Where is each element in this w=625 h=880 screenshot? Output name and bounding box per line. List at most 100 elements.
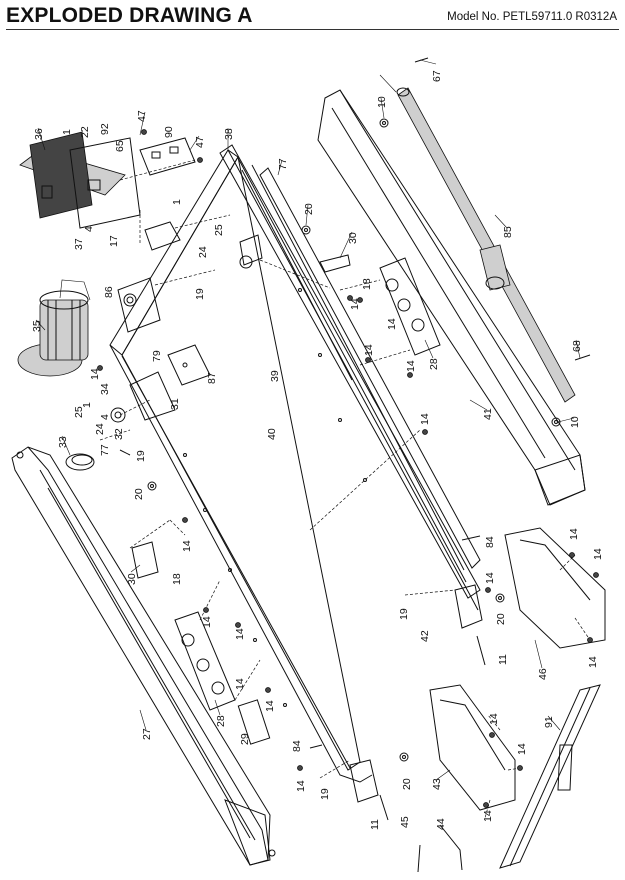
callout-14: 14: [363, 344, 375, 356]
callout-46: 46: [537, 668, 549, 680]
callout-10: 10: [569, 416, 581, 428]
callout-40: 40: [266, 428, 278, 440]
callout-65: 65: [114, 140, 126, 152]
callout-14: 14: [405, 360, 417, 372]
callout-14: 14: [181, 540, 193, 552]
callout-32: 32: [113, 428, 125, 440]
callout-19: 19: [135, 450, 147, 462]
callout-42: 42: [419, 630, 431, 642]
callout-19: 19: [319, 788, 331, 800]
callout-18: 18: [171, 573, 183, 585]
callout-31: 31: [169, 398, 181, 410]
callout-29: 29: [239, 733, 251, 745]
callout-labels: 67 10 85 36 1 22 92 47 90 47 38 65 77 1 …: [31, 70, 604, 830]
callout-20: 20: [401, 778, 413, 790]
callout-11: 11: [497, 654, 509, 665]
callout-39: 39: [269, 370, 281, 382]
callout-14: 14: [386, 318, 398, 330]
callout-14: 14: [516, 743, 528, 755]
callout-14: 14: [587, 656, 599, 668]
callout-24: 24: [94, 423, 106, 435]
callout-84: 84: [291, 740, 303, 752]
callout-85: 85: [502, 226, 514, 238]
callout-14: 14: [201, 616, 213, 628]
callout-1: 1: [81, 402, 93, 408]
callout-86: 86: [103, 286, 115, 298]
callout-14: 14: [484, 572, 496, 584]
callout-28: 28: [428, 358, 440, 370]
callout-4: 4: [99, 414, 111, 420]
page-title: EXPLODED DRAWING A: [6, 4, 253, 27]
callout-14: 14: [264, 700, 276, 712]
motor: [17, 279, 91, 377]
callout-1: 1: [61, 129, 73, 135]
callout-41: 41: [482, 408, 494, 420]
callout-17: 17: [108, 235, 120, 247]
callout-11: 11: [369, 819, 381, 830]
callout-90: 90: [163, 126, 175, 138]
callout-34: 34: [99, 383, 111, 395]
model-number: Model No. PETL59711.0 R0312A: [447, 11, 617, 23]
callout-14: 14: [295, 780, 307, 792]
callout-87: 87: [206, 372, 218, 384]
callout-1: 1: [171, 199, 183, 205]
fasteners: [97, 129, 599, 808]
wire-harness: [65, 453, 95, 471]
callout-36: 36: [33, 128, 45, 140]
callout-14: 14: [592, 548, 604, 560]
callout-84: 84: [484, 536, 496, 548]
callout-68: 68: [571, 340, 583, 352]
callout-47: 47: [194, 136, 206, 148]
callout-10: 10: [376, 96, 388, 108]
callout-14: 14: [89, 368, 101, 380]
callout-92: 92: [99, 123, 111, 135]
callout-20: 20: [303, 203, 315, 215]
callout-30: 30: [347, 232, 359, 244]
callout-22: 22: [79, 126, 91, 138]
small-parts: [119, 57, 591, 873]
callout-27: 27: [141, 728, 153, 740]
callout-18: 18: [361, 278, 373, 290]
callout-47: 47: [136, 110, 148, 122]
callout-33: 33: [57, 436, 69, 448]
callout-67: 67: [431, 70, 443, 82]
callout-14: 14: [234, 628, 246, 640]
callout-45: 45: [399, 816, 411, 828]
rear-crossbar: [499, 684, 601, 869]
callout-38: 38: [223, 128, 235, 140]
hood-bracket: [139, 137, 196, 176]
front-roller: [379, 74, 576, 403]
callout-79: 79: [151, 350, 163, 362]
callout-14: 14: [568, 528, 580, 540]
callout-4: 4: [83, 226, 95, 232]
callout-44: 44: [435, 818, 447, 830]
plates: [110, 344, 211, 423]
callout-25: 25: [73, 406, 85, 418]
controller-board: [19, 131, 141, 229]
callout-14: 14: [234, 678, 246, 690]
callout-19: 19: [194, 288, 206, 300]
callout-37: 37: [73, 238, 85, 250]
callout-30: 30: [126, 573, 138, 585]
callout-24: 24: [197, 246, 209, 258]
callout-19: 19: [398, 608, 410, 620]
callout-35: 35: [31, 320, 43, 332]
main-frame: [109, 144, 483, 803]
callout-14: 14: [482, 810, 494, 822]
callout-91: 91: [543, 716, 555, 728]
incline-brackets: [117, 221, 181, 333]
callout-14: 14: [349, 298, 361, 310]
callout-14: 14: [419, 413, 431, 425]
callout-25: 25: [213, 224, 225, 236]
right-side-rail: [317, 89, 586, 506]
header-rule: [6, 29, 619, 30]
left-side-rail: [11, 446, 276, 866]
callout-14: 14: [488, 713, 500, 725]
callout-43: 43: [431, 778, 443, 790]
callout-20: 20: [495, 613, 507, 625]
callout-20: 20: [133, 488, 145, 500]
leader-lines: [35, 59, 581, 781]
callout-28: 28: [215, 715, 227, 727]
alignment-lines: [99, 159, 591, 819]
